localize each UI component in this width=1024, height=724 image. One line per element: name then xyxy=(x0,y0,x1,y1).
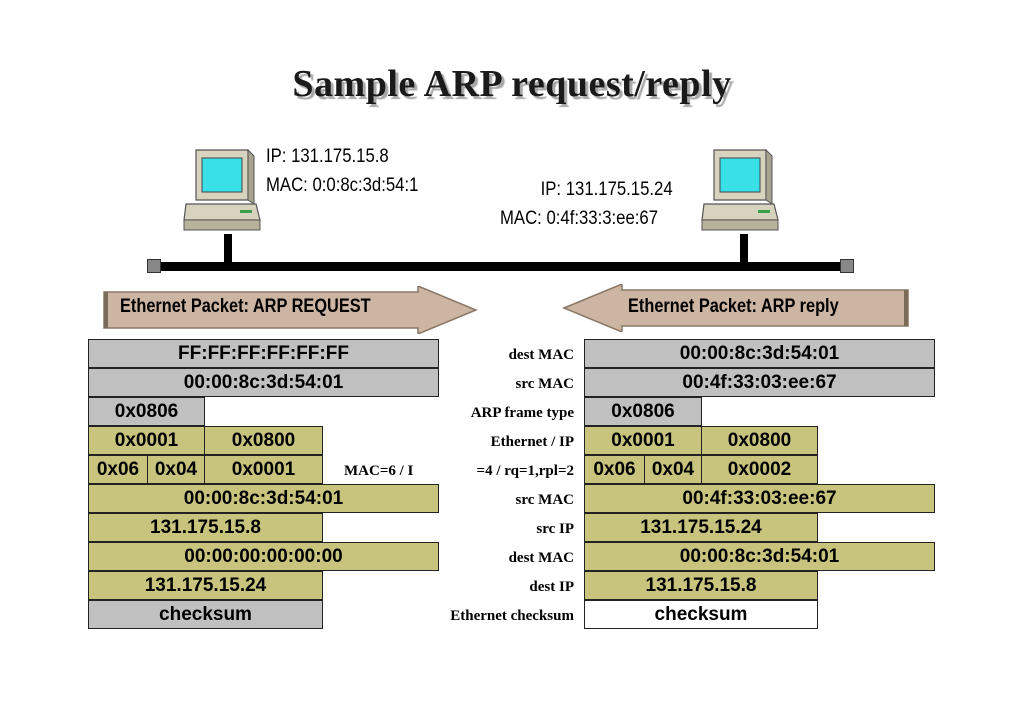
right-drop-cable xyxy=(740,234,748,268)
request-banner-label: Ethernet Packet: ARP REQUEST xyxy=(120,296,371,317)
request-hw-len: 0x06 xyxy=(88,455,148,484)
label-dest-ip: dest IP xyxy=(529,579,574,595)
request-checksum: checksum xyxy=(88,600,323,629)
right-computer-icon xyxy=(701,148,779,231)
request-op: 0x0001 xyxy=(204,455,323,484)
reply-proto-type: 0x0800 xyxy=(701,426,818,455)
right-host-info-mac: MAC: 0:4f:33:3:ee:67 xyxy=(500,204,658,233)
request-arp-dest-mac: 00:00:00:00:00:00 xyxy=(88,542,439,571)
request-proto-len: 0x04 xyxy=(147,455,205,484)
reply-arp-src-mac: 00:4f:33:03:ee:67 xyxy=(584,484,935,513)
reply-arrow-banner xyxy=(562,284,909,332)
request-src-ip: 131.175.15.8 xyxy=(88,513,323,542)
request-src-mac: 00:00:8c:3d:54:01 xyxy=(88,368,439,397)
network-bus xyxy=(160,262,842,271)
right-host-ip: IP: 131.175.15.24 xyxy=(540,179,673,200)
left-terminator xyxy=(147,259,161,273)
request-hw-type: 0x0001 xyxy=(88,426,205,455)
request-dest-mac: FF:FF:FF:FF:FF:FF xyxy=(88,339,439,368)
right-terminator xyxy=(840,259,854,273)
reply-hw-len: 0x06 xyxy=(584,455,645,484)
label-frame-type: ARP frame type xyxy=(470,405,574,421)
left-host-ip: IP: 131.175.15.8 xyxy=(266,146,389,167)
page-title: Sample ARP request/reply xyxy=(292,63,732,105)
request-arrow-banner xyxy=(103,286,478,334)
reply-arp-dest-mac: 00:00:8c:3d:54:01 xyxy=(584,542,935,571)
label-checksum: Ethernet checksum xyxy=(450,608,574,624)
reply-op: 0x0002 xyxy=(701,455,818,484)
label-dest-mac: dest MAC xyxy=(508,347,574,363)
request-dest-ip: 131.175.15.24 xyxy=(88,571,323,600)
label-len-op-left: MAC=6 / I xyxy=(344,463,414,479)
reply-proto-len: 0x04 xyxy=(644,455,702,484)
left-host-info: IP: 131.175.15.8 MAC: 0:0:8c:3d:54:1 xyxy=(266,142,418,200)
left-host-mac: MAC: 0:0:8c:3d:54:1 xyxy=(266,175,419,196)
label-len-op-right: =4 / rq=1,rpl=2 xyxy=(476,463,574,479)
reply-dest-mac: 00:00:8c:3d:54:01 xyxy=(584,339,935,368)
request-proto-type: 0x0800 xyxy=(204,426,323,455)
reply-banner-label: Ethernet Packet: ARP reply xyxy=(628,296,839,317)
reply-frame-type: 0x0806 xyxy=(584,397,702,426)
reply-checksum: checksum xyxy=(584,600,818,629)
right-host-mac: MAC: 0:4f:33:3:ee:67 xyxy=(500,208,659,229)
label-eth-ip: Ethernet / IP xyxy=(490,434,574,450)
left-drop-cable xyxy=(224,234,232,268)
label-len-op-left-clip: MAC=6 / I xyxy=(344,457,440,486)
reply-src-ip: 131.175.15.24 xyxy=(584,513,818,542)
left-computer-icon xyxy=(183,148,261,231)
reply-dest-ip: 131.175.15.8 xyxy=(584,571,818,600)
label-src-mac: src MAC xyxy=(515,376,574,392)
reply-src-mac: 00:4f:33:03:ee:67 xyxy=(584,368,935,397)
reply-hw-type: 0x0001 xyxy=(584,426,702,455)
request-frame-type: 0x0806 xyxy=(88,397,205,426)
right-host-info: IP: 131.175.15.24 xyxy=(538,175,673,204)
label-arp-dest-mac: dest MAC xyxy=(508,550,574,566)
label-src-ip: src IP xyxy=(536,521,574,537)
label-arp-src-mac: src MAC xyxy=(515,492,574,508)
request-arp-src-mac: 00:00:8c:3d:54:01 xyxy=(88,484,439,513)
